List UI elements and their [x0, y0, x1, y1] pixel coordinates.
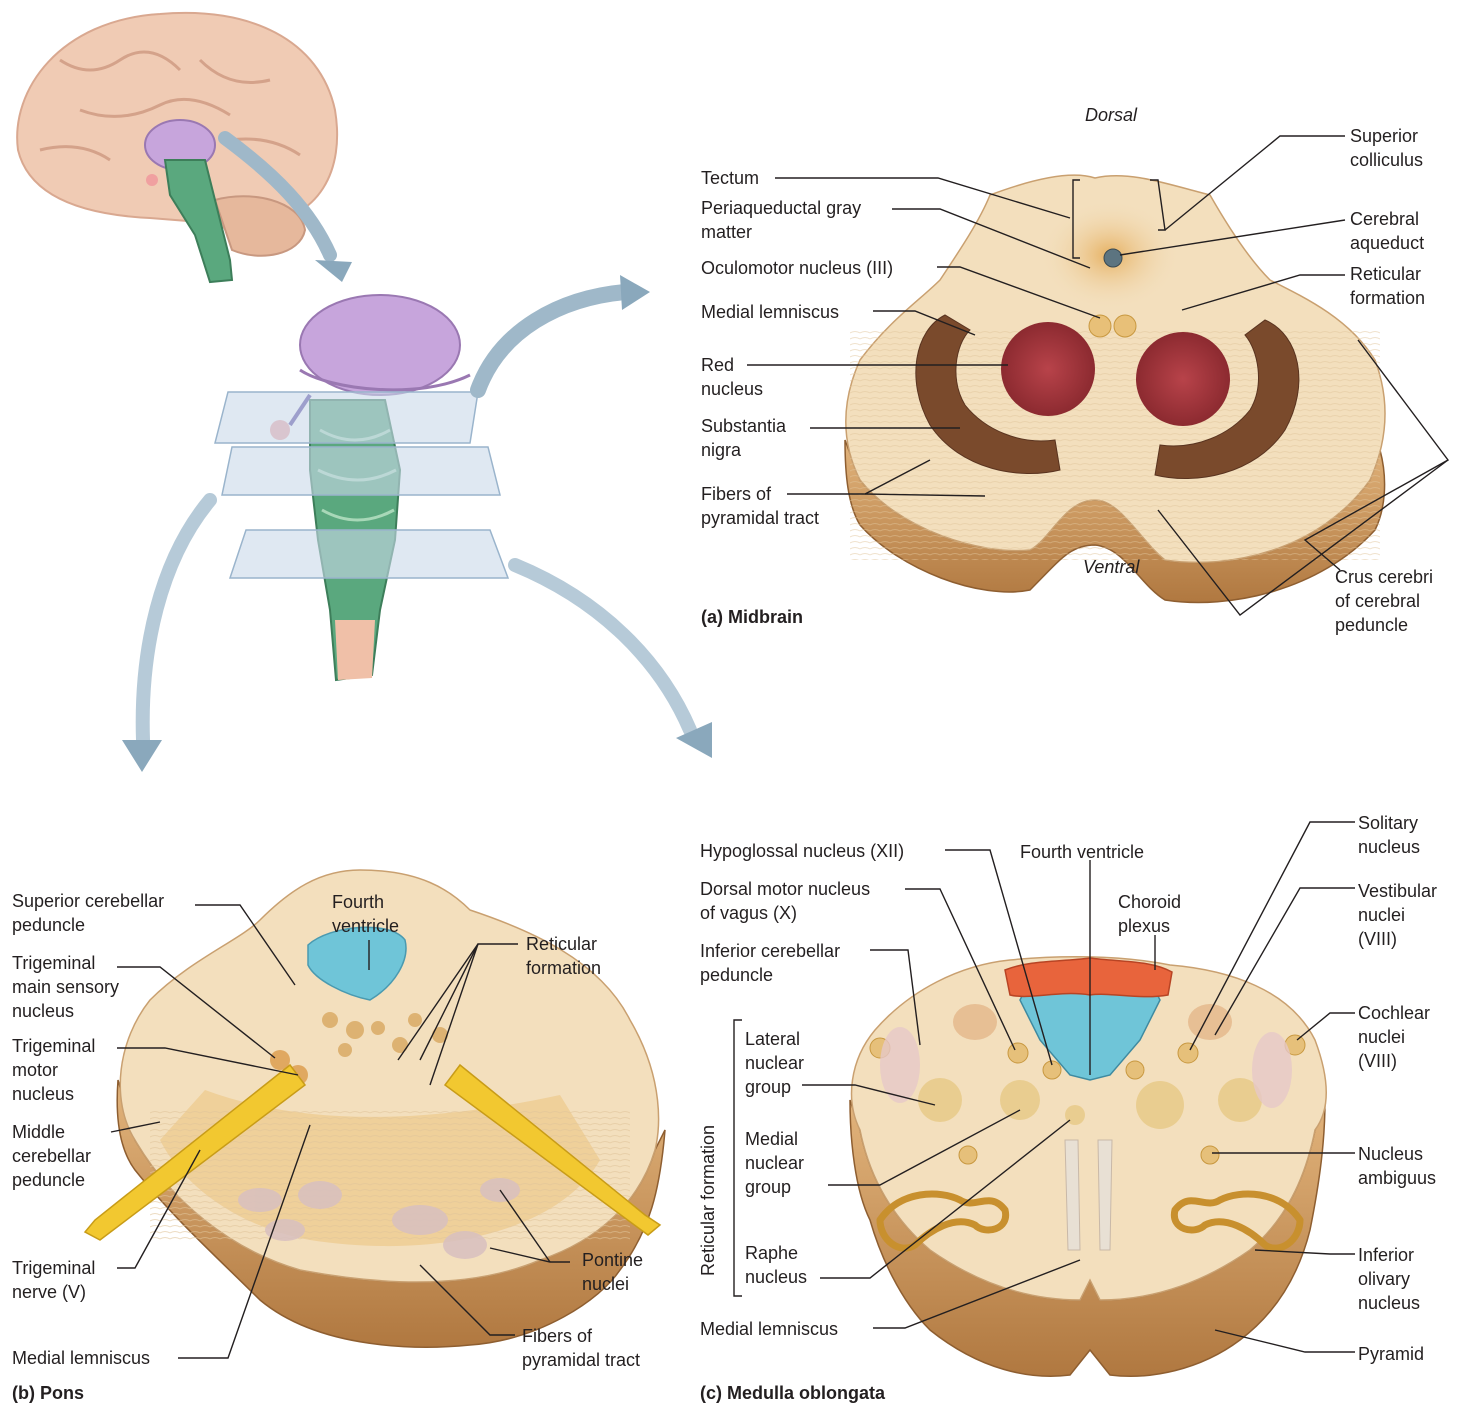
slice-plane-medulla	[230, 530, 508, 578]
inferior-cerebellar-right	[1252, 1032, 1292, 1108]
label-superior-colliculus: Superior colliculus	[1350, 124, 1423, 172]
orientation-ventral: Ventral	[1083, 555, 1139, 579]
label-crus-cerebri: Crus cerebri of cerebral peduncle	[1335, 565, 1433, 637]
caption-medulla: (c) Medulla oblongata	[700, 1383, 885, 1404]
label-middle-cerebellar-peduncle: Middle cerebellar peduncle	[12, 1120, 91, 1192]
medulla-section	[850, 957, 1326, 1377]
arrow-to-pons	[143, 500, 210, 740]
label-trigeminal-nerve: Trigeminal nerve (V)	[12, 1256, 95, 1304]
label-medial-lemniscus-midbrain: Medial lemniscus	[701, 300, 839, 324]
cerebral-aqueduct-shape	[1104, 249, 1122, 267]
label-reticular-formation-pons: Reticular formation	[526, 932, 601, 980]
red-nucleus-left	[1001, 322, 1095, 416]
label-substantia-nigra: Substantia nigra	[701, 414, 786, 462]
label-dorsal-motor-vagus: Dorsal motor nucleus of vagus (X)	[700, 877, 870, 925]
label-raphe-nucleus: Raphe nucleus	[745, 1241, 807, 1289]
label-cerebral-aqueduct: Cerebral aqueduct	[1350, 207, 1424, 255]
arrow-to-midbrain	[478, 292, 625, 390]
brainstem-3d	[215, 295, 508, 680]
red-nucleus-right	[1136, 332, 1230, 426]
label-superior-cerebellar-peduncle: Superior cerebellar peduncle	[12, 889, 164, 937]
brain-overview	[17, 13, 337, 282]
label-inferior-olivary-nucleus: Inferior olivary nucleus	[1358, 1243, 1420, 1315]
slice-plane-midbrain	[215, 392, 478, 443]
orientation-dorsal: Dorsal	[1085, 103, 1137, 127]
label-periaqueductal-gray: Periaqueductal gray matter	[701, 196, 861, 244]
label-vestibular-nuclei: Vestibular nuclei (VIII)	[1358, 879, 1437, 951]
label-nucleus-ambiguus: Nucleus ambiguus	[1358, 1142, 1436, 1190]
label-choroid-plexus: Choroid plexus	[1118, 890, 1181, 938]
label-medial-lemniscus-medulla: Medial lemniscus	[700, 1317, 838, 1341]
label-medial-nuclear-group: Medial nuclear group	[745, 1127, 804, 1199]
label-pontine-nuclei: Pontine nuclei	[582, 1248, 643, 1296]
label-hypoglossal-nucleus: Hypoglossal nucleus (XII)	[700, 839, 904, 863]
label-tectum: Tectum	[701, 166, 759, 190]
caption-pons: (b) Pons	[12, 1383, 84, 1404]
label-trigeminal-main-sensory: Trigeminal main sensory nucleus	[12, 951, 119, 1023]
label-pyramidal-tract-midbrain: Fibers of pyramidal tract	[701, 482, 819, 530]
label-pyramidal-tract-pons: Fibers of pyramidal tract	[522, 1324, 640, 1372]
oculomotor-nucleus-right	[1114, 315, 1136, 337]
label-fourth-ventricle-medulla: Fourth ventricle	[1020, 840, 1144, 864]
caption-midbrain: (a) Midbrain	[701, 607, 803, 628]
label-fourth-ventricle-pons: Fourth ventricle	[332, 890, 399, 938]
label-reticular-formation-midbrain: Reticular formation	[1350, 262, 1425, 310]
label-oculomotor-nucleus: Oculomotor nucleus (III)	[701, 256, 893, 280]
slice-plane-pons	[222, 447, 500, 495]
label-solitary-nucleus: Solitary nucleus	[1358, 811, 1420, 859]
label-lateral-nuclear-group: Lateral nuclear group	[745, 1027, 804, 1099]
label-pyramid: Pyramid	[1358, 1342, 1424, 1366]
label-medial-lemniscus-pons: Medial lemniscus	[12, 1346, 150, 1370]
label-trigeminal-motor: Trigeminal motor nucleus	[12, 1034, 95, 1106]
midbrain-section	[845, 175, 1385, 602]
label-reticular-formation-group: Reticular formation	[698, 1125, 719, 1276]
label-inferior-cerebellar-peduncle: Inferior cerebellar peduncle	[700, 939, 840, 987]
inferior-cerebellar-left	[880, 1027, 920, 1103]
label-cochlear-nuclei: Cochlear nuclei (VIII)	[1358, 1001, 1430, 1073]
label-red-nucleus: Red nucleus	[701, 353, 763, 401]
arrow-to-medulla	[515, 565, 690, 730]
oculomotor-nucleus-left	[1089, 315, 1111, 337]
